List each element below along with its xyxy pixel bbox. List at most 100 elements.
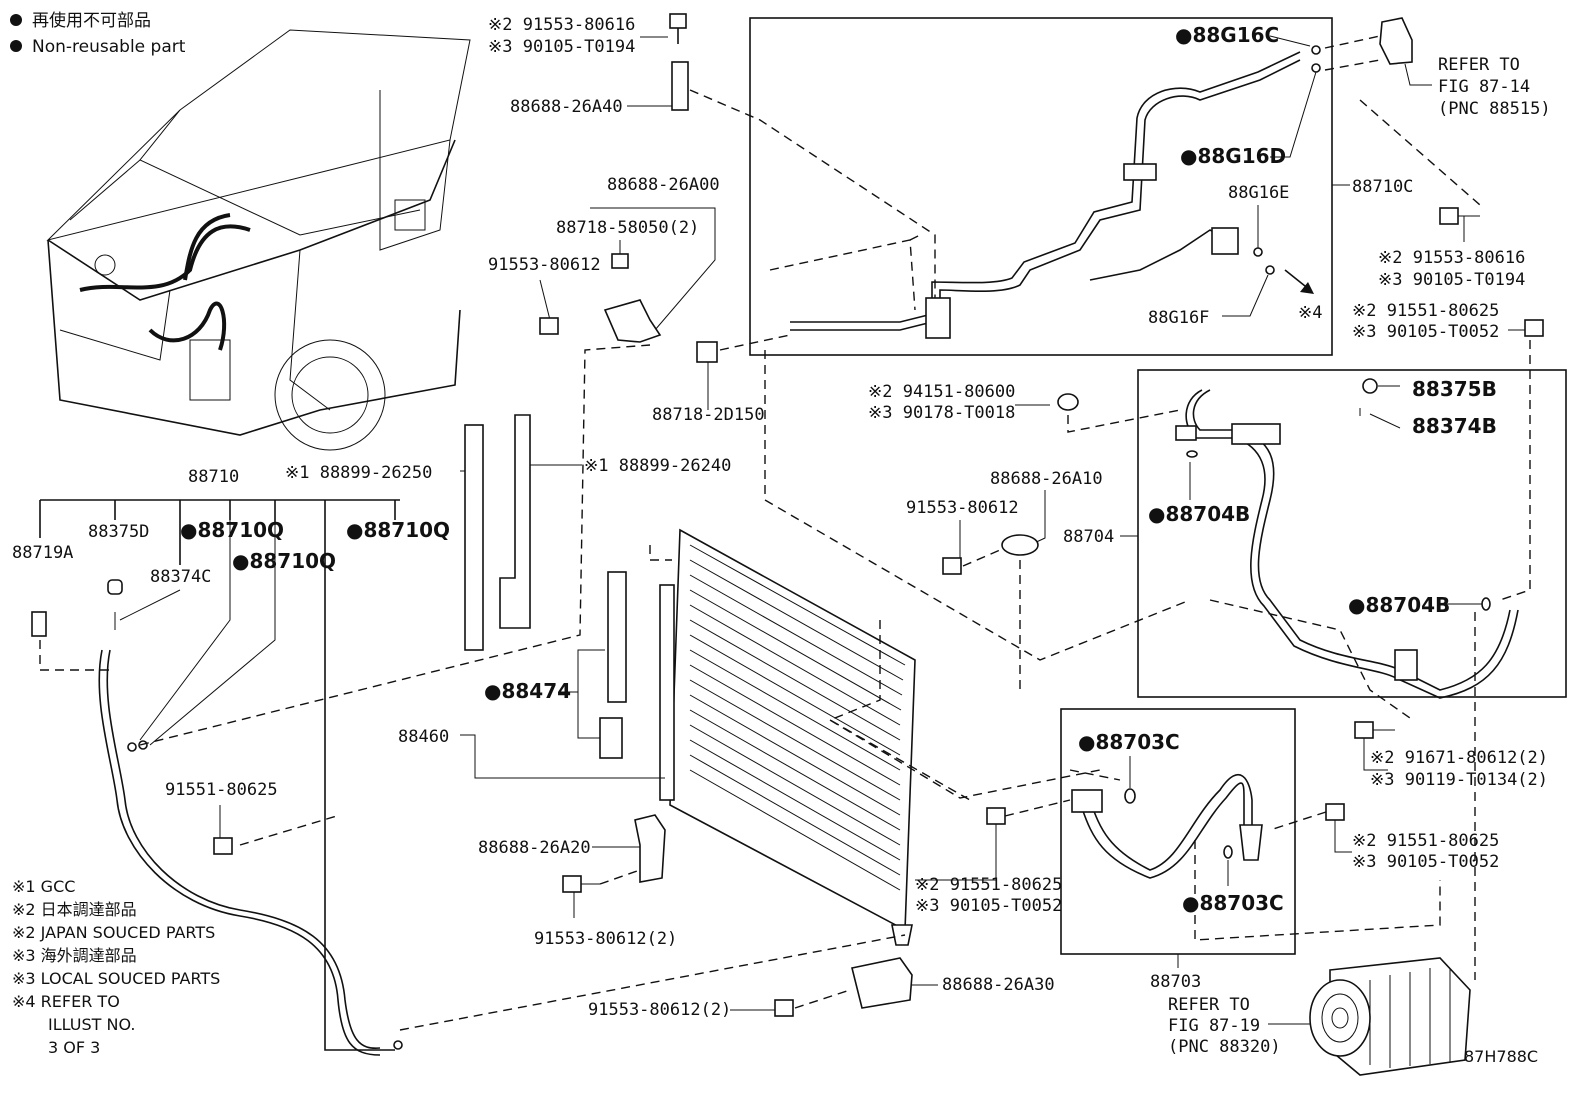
footnote: ※1 GCC [12,877,75,896]
part-label: ※2 94151-80600 [868,382,1015,402]
bracket-88688-26A30-shape [851,957,913,1009]
compressor-pulley-shape [1309,979,1371,1057]
part-label: 91553-80612 [488,255,601,275]
bolt-icon [942,557,962,575]
legend: 再使用不可部品 Non-reusable part [10,10,186,57]
refer-87-14-group: REFER TO FIG 87-14 (PNC 88515) [1324,17,1551,119]
fitting-shape [1239,824,1263,861]
part-label: 88719A [12,543,73,563]
footnote: ILLUST NO. [48,1015,135,1034]
cap-88375B-icon [1362,378,1378,394]
part-label: ●88G16D [1180,144,1286,168]
part-label: 88375D [88,522,149,542]
footnote: ※2 日本調達部品 [12,900,137,919]
top-bolt-group: ※2 91553-80616 ※3 90105-T0194 88688-26A4… [488,13,936,330]
part-label: ※1 88899-26250 [285,463,432,483]
part-label: ●88710Q [180,518,284,542]
part-label: ●88704B [1348,593,1450,617]
bolt-icon [213,837,233,855]
legend-non-reusable-en: Non-reusable part [32,37,186,57]
refer-text: FIG 87-14 [1438,77,1530,97]
cap-88375D-shape [107,579,123,595]
non-reusable-bullet-icon [10,40,22,52]
receiver-tank-shape [659,584,675,801]
part-label: ●88704B [1148,502,1250,526]
bolt-icon [669,13,687,29]
part-label: ※1 88899-26240 [584,456,731,476]
part-label: ※2 91671-80612(2) [1370,748,1548,768]
part-label: ※3 90105-T0052 [1352,852,1499,872]
footnote: ※4 REFER TO [12,992,120,1011]
seal-88899-26240-shape [499,414,531,629]
clamp-shape [1394,649,1418,681]
part-label: 88704 [1063,527,1114,547]
lower-brackets-group: 88688-26A20 91553-80612(2) 91553-80612(2… [478,814,1055,1020]
box-88704: 88375B 88374B ●88704B 88704 ●88704B [1063,369,1567,980]
part-label: 88710 [188,467,239,487]
part-label: 88718-2D150 [652,405,765,425]
part-label: ●88G16C [1175,23,1279,47]
part-label: 88703 [1150,972,1201,992]
right-mid-bolts: ※2 91671-80612(2) ※3 90119-T0134(2) ※2 9… [1269,721,1548,872]
part-label: 88688-26A30 [942,975,1055,995]
part-label: ※4 [1298,303,1322,323]
figure-id: 87H788C [1464,1047,1538,1066]
non-reusable-bullet-icon [10,14,22,26]
footnotes: ※1 GCC ※2 日本調達部品 ※2 JAPAN SOUCED PARTS ※… [12,877,220,1057]
part-label: ●88703C [1078,730,1180,754]
part-label: 88460 [398,727,449,747]
pipe-88710-group: 88710 88375D ●88710Q ●88710Q 88719A 8837… [12,467,450,1056]
vehicle-illustration [46,29,471,451]
bolt-icon [774,999,794,1017]
grommet-shape [1001,534,1039,556]
part-label: ※2 91553-80616 [488,15,635,35]
part-label: ※3 90105-T0194 [488,37,635,57]
clip-icon [611,253,629,269]
fitting-shape [1071,789,1103,813]
right-bolt-group: ※2 91553-80616 ※3 90105-T0194 ※2 91551-8… [1352,99,1544,601]
part-label: ※3 90119-T0134(2) [1370,770,1548,790]
condenser-88460-group: ●88474 88460 [398,528,971,1031]
part-label: ※2 91551-80625 [915,875,1062,895]
clamp-shape [925,297,951,339]
bolt-icon [986,807,1006,825]
part-label: ●88710Q [346,518,450,542]
part-label: 88374B [1412,414,1497,438]
bolt-icon [1325,803,1345,821]
part-label: ※3 90178-T0018 [868,403,1015,423]
clamp-shape [1123,163,1157,181]
box-88710C: ●88G16C ●88G16D 88G16E 88G16F ※4 88710C [749,17,1413,356]
compressor-group: 88703 REFER TO FIG 87-19 (PNC 88320) [1150,954,1471,1076]
part-label: ※2 91551-80625 [1352,831,1499,851]
part-label: ●88474 [484,679,571,703]
hose-sleeve-shape [1231,423,1281,445]
part-label: 91553-80612(2) [588,1000,731,1020]
seal-88899-26250-shape [464,424,484,651]
refer-text: REFER TO [1438,55,1520,75]
reservoir-shape [1379,17,1413,65]
part-label: 91553-80612 [906,498,1019,518]
part-label: ※3 90105-T0194 [1378,270,1525,290]
part-label: ●88710Q [232,549,336,573]
part-label: 88G16E [1228,183,1289,203]
bracket-shape [603,299,662,343]
part-label: 91553-80612(2) [534,929,677,949]
bracket-shape [634,814,666,883]
legend-non-reusable-jp: 再使用不可部品 [32,10,151,31]
part-label: 88718-58050(2) [556,218,699,238]
valve-shape [1211,227,1239,255]
part-label: 88710C [1352,177,1413,197]
bolt-icon [539,317,559,335]
part-label: ※3 90105-T0052 [1352,322,1499,342]
footnote: ※2 JAPAN SOUCED PARTS [12,923,215,942]
filter-88474-shape [607,571,627,703]
part-label: ●88703C [1182,891,1284,915]
nut-bracket-group: ※2 94151-80600 ※3 90178-T0018 88688-26A1… [764,350,1191,690]
part-label: 88G16F [1148,308,1209,328]
bolt-icon [1524,319,1544,337]
bolt-91551-80625-c: ※2 91551-80625 ※3 90105-T0052 [915,799,1071,916]
footnote: ※3 LOCAL SOUCED PARTS [12,969,220,988]
part-label: 88688-26A20 [478,838,591,858]
